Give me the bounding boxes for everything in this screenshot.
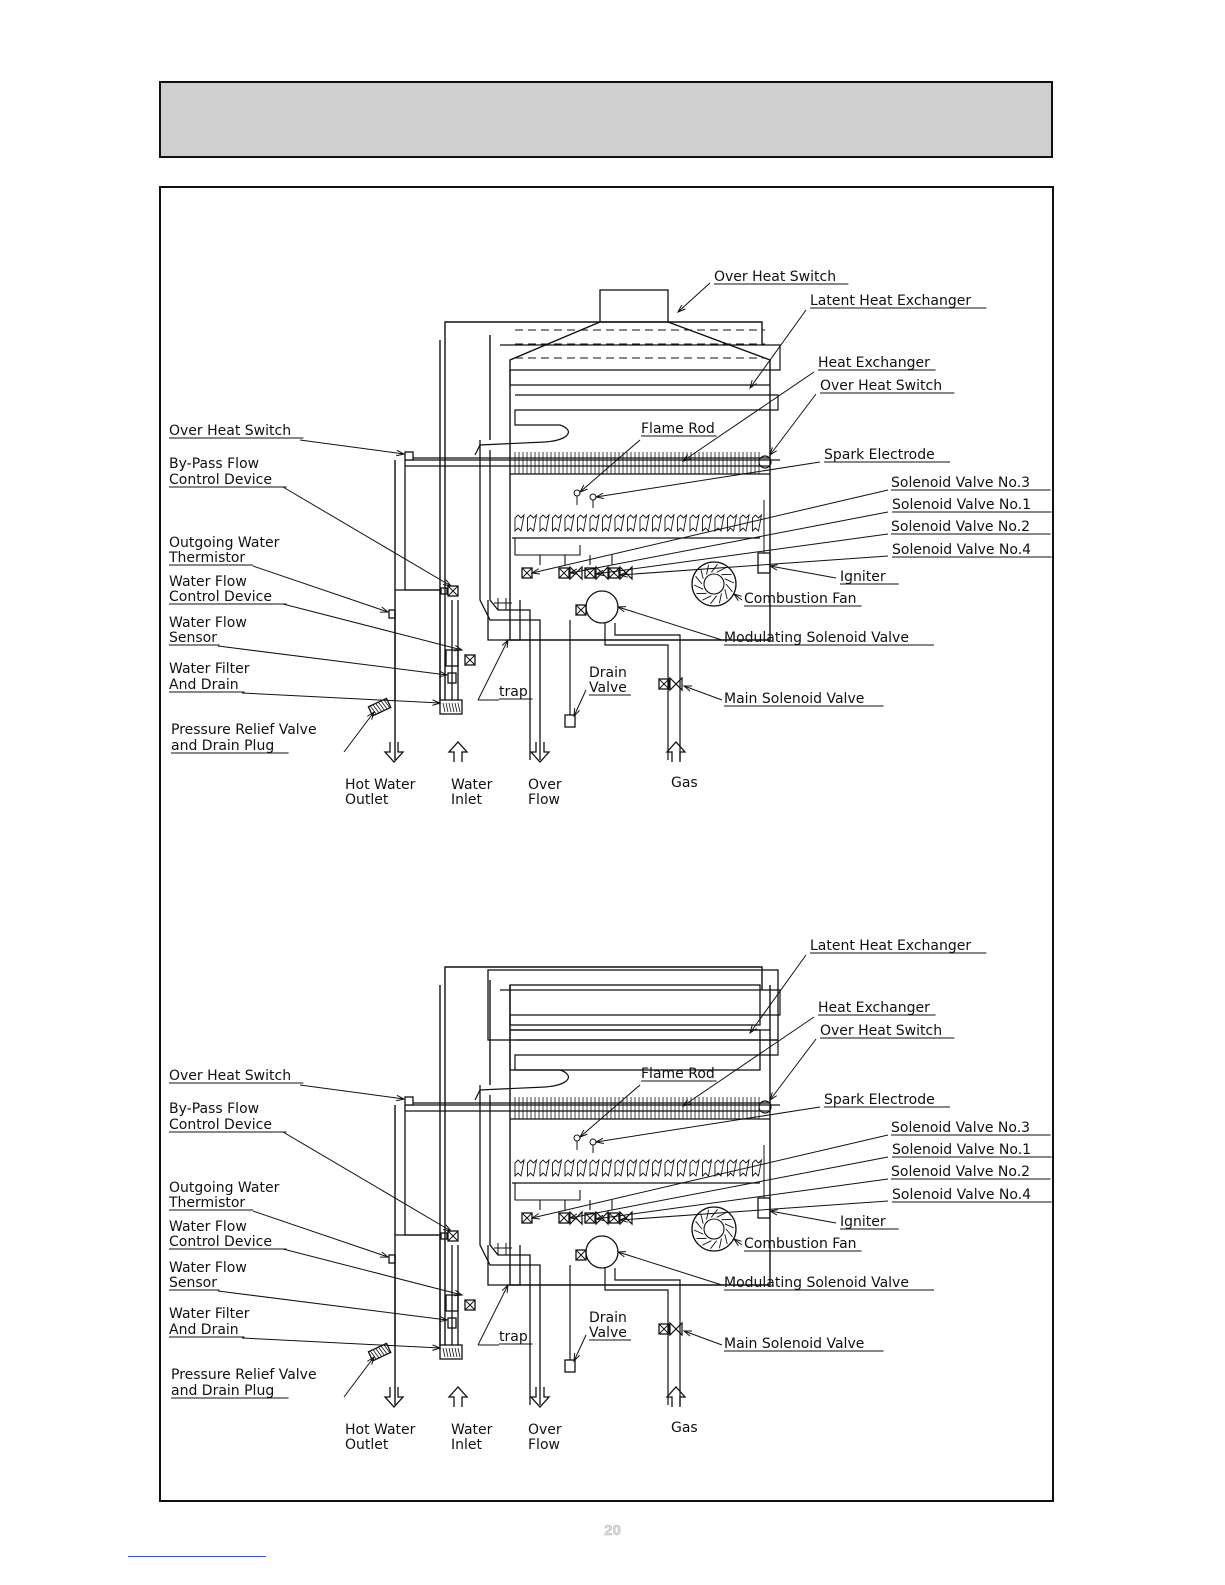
label-modulating-solenoid-valve: Modulating Solenoid Valve: [724, 630, 909, 646]
label-solenoid-valve-4: Solenoid Valve No.4: [892, 542, 1031, 558]
footer-rule: [128, 1556, 266, 1557]
label-drain-1: Drain: [589, 1310, 627, 1326]
label-prv-1: Pressure Relief Valve: [171, 722, 317, 738]
label-inlet-1: Water: [451, 777, 493, 793]
label-flame-rod: Flame Rod: [641, 1066, 715, 1082]
label-left-over-heat-switch: Over Heat Switch: [169, 423, 291, 439]
pressure-relief-valve: [367, 1342, 392, 1362]
label-left-over-heat-switch: Over Heat Switch: [169, 1068, 291, 1084]
label-right-over-heat-switch: Over Heat Switch: [820, 1023, 942, 1039]
label-bypass-1: By-Pass Flow: [169, 1101, 259, 1117]
page-number: 20: [604, 1522, 621, 1540]
label-over-1: Over: [528, 777, 562, 793]
label-wfs-1: Water Flow: [169, 1260, 247, 1276]
label-over-1: Over: [528, 1422, 562, 1438]
label-outgoing-2: Thermistor: [168, 1195, 245, 1211]
label-latent-heat-exchanger: Latent Heat Exchanger: [810, 293, 971, 309]
label-outgoing-1: Outgoing Water: [169, 535, 280, 551]
pressure-relief-valve: [367, 697, 392, 717]
label-drain-2: Valve: [589, 1325, 627, 1341]
label-solenoid-valve-2: Solenoid Valve No.2: [891, 519, 1030, 535]
label-gas: Gas: [671, 775, 698, 791]
label-igniter: Igniter: [840, 569, 886, 585]
label-inlet-2: Inlet: [451, 1437, 483, 1453]
label-latent-heat-exchanger: Latent Heat Exchanger: [810, 938, 971, 954]
label-filter-1: Water Filter: [169, 661, 250, 677]
label-bypass-2: Control Device: [169, 1117, 272, 1133]
label-prv-2: and Drain Plug: [171, 738, 274, 754]
heat-exchanger-fins: [405, 452, 772, 475]
label-wfcd-1: Water Flow: [169, 1219, 247, 1235]
label-filter-2: And Drain: [169, 677, 239, 693]
burner-row: [512, 1158, 763, 1184]
label-hot-2: Outlet: [345, 792, 389, 808]
label-gas: Gas: [671, 1420, 698, 1436]
label-prv-1: Pressure Relief Valve: [171, 1367, 317, 1383]
label-combustion-fan: Combustion Fan: [744, 591, 857, 607]
label-bypass-2: Control Device: [169, 472, 272, 488]
label-inlet-1: Water: [451, 1422, 493, 1438]
label-heat-exchanger: Heat Exchanger: [818, 1000, 930, 1016]
label-wfcd-2: Control Device: [169, 589, 272, 605]
heat-exchanger-fins: [405, 1097, 772, 1120]
label-igniter: Igniter: [840, 1214, 886, 1230]
combustion-fan: [691, 561, 737, 607]
diagram-frame: [159, 186, 1054, 1502]
label-wfcd-1: Water Flow: [169, 574, 247, 590]
label-filter-1: Water Filter: [169, 1306, 250, 1322]
label-right-over-heat-switch: Over Heat Switch: [820, 378, 942, 394]
label-over-2: Flow: [528, 1437, 560, 1453]
label-solenoid-valve-3: Solenoid Valve No.3: [891, 475, 1030, 491]
label-solenoid-valve-2: Solenoid Valve No.2: [891, 1164, 1030, 1180]
label-wfs-2: Sensor: [169, 630, 217, 646]
label-filter-2: And Drain: [169, 1322, 239, 1338]
burner-row: [512, 513, 763, 539]
label-spark-electrode: Spark Electrode: [824, 447, 935, 463]
label-hot-2: Outlet: [345, 1437, 389, 1453]
label-trap: trap: [499, 684, 528, 700]
label-prv-2: and Drain Plug: [171, 1383, 274, 1399]
label-trap: trap: [499, 1329, 528, 1345]
label-top-over-heat-switch: Over Heat Switch: [714, 269, 836, 285]
label-outgoing-1: Outgoing Water: [169, 1180, 280, 1196]
label-wfcd-2: Control Device: [169, 1234, 272, 1250]
label-modulating-solenoid-valve: Modulating Solenoid Valve: [724, 1275, 909, 1291]
label-heat-exchanger: Heat Exchanger: [818, 355, 930, 371]
label-outgoing-2: Thermistor: [168, 550, 245, 566]
label-drain-1: Drain: [589, 665, 627, 681]
label-over-2: Flow: [528, 792, 560, 808]
label-inlet-2: Inlet: [451, 792, 483, 808]
label-combustion-fan: Combustion Fan: [744, 1236, 857, 1252]
section-header-band: [159, 81, 1053, 158]
label-flame-rod: Flame Rod: [641, 421, 715, 437]
label-bypass-1: By-Pass Flow: [169, 456, 259, 472]
label-wfs-1: Water Flow: [169, 615, 247, 631]
label-wfs-2: Sensor: [169, 1275, 217, 1291]
label-solenoid-valve-1: Solenoid Valve No.1: [892, 497, 1031, 513]
label-solenoid-valve-3: Solenoid Valve No.3: [891, 1120, 1030, 1136]
label-solenoid-valve-4: Solenoid Valve No.4: [892, 1187, 1031, 1203]
label-main-solenoid-valve: Main Solenoid Valve: [724, 1336, 864, 1352]
label-solenoid-valve-1: Solenoid Valve No.1: [892, 1142, 1031, 1158]
label-hot-1: Hot Water: [345, 777, 416, 793]
label-drain-2: Valve: [589, 680, 627, 696]
label-spark-electrode: Spark Electrode: [824, 1092, 935, 1108]
label-hot-1: Hot Water: [345, 1422, 416, 1438]
label-main-solenoid-valve: Main Solenoid Valve: [724, 691, 864, 707]
